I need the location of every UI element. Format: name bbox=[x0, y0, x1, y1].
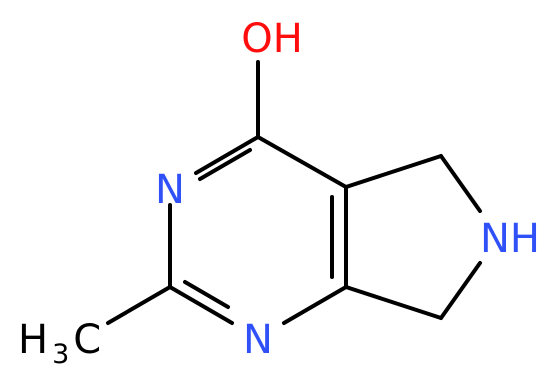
bond-c4-n3-inner bbox=[198, 148, 252, 181]
atom-label-methyl: H 3 C bbox=[18, 317, 101, 370]
methyl-hydrogen: H bbox=[18, 317, 48, 363]
bond-c2-n1-inner bbox=[183, 280, 230, 309]
bond-c4a-c4 bbox=[256, 135, 348, 189]
bond-c2-methyl bbox=[106, 285, 172, 325]
bond-c2-n1 bbox=[168, 285, 234, 325]
bond-c7-c7a bbox=[344, 285, 443, 320]
bond-n1-c7a bbox=[282, 285, 348, 325]
atom-label-nitrogen-upper: N bbox=[155, 167, 185, 213]
bond-n6-c7 bbox=[439, 261, 482, 320]
atom-label-nitrogen-lower: N bbox=[243, 317, 273, 363]
atom-label-pyrrolidine-nh: NH bbox=[480, 216, 540, 262]
bonds bbox=[106, 60, 482, 325]
methyl-carbon: C bbox=[73, 317, 101, 363]
atom-label-hydroxyl: OH bbox=[241, 16, 303, 62]
bond-c4a-c5 bbox=[344, 154, 443, 189]
methyl-subscript: 3 bbox=[52, 339, 69, 370]
bond-c4-n3 bbox=[194, 135, 260, 175]
bond-c5-n6 bbox=[439, 154, 482, 213]
atom-labels: OH N N NH H 3 C bbox=[18, 16, 540, 370]
